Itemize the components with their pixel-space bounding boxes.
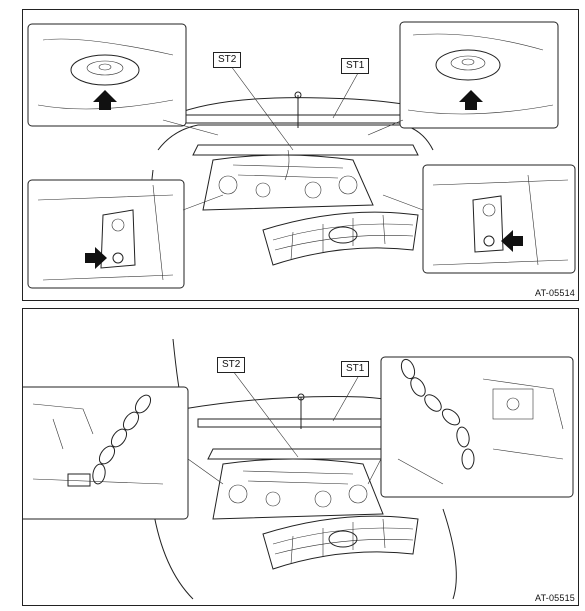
inset-chain-hook-right	[380, 356, 574, 498]
leader-st1	[332, 72, 359, 119]
chain-right	[400, 358, 475, 470]
inset-chain-hook-left	[23, 386, 189, 520]
figure-engine-support-top: ST2 ST1 AT-05514	[22, 9, 579, 301]
figure-id: AT-05514	[535, 288, 575, 298]
hook-ring	[294, 91, 302, 99]
strut-top-left	[70, 54, 140, 86]
right-fender	[442, 508, 457, 600]
mount-bracket-right	[472, 195, 504, 253]
support-bar-st1	[172, 114, 404, 124]
figure-id: AT-05515	[535, 593, 575, 603]
inset-engine-mount-right	[422, 164, 576, 274]
engine-block	[212, 458, 384, 520]
figure-engine-support-bottom: ST2 ST1 AT-05515	[22, 308, 579, 606]
arrow-right-icon	[85, 247, 107, 269]
engine-block	[202, 154, 374, 211]
inset-engine-mount-left	[27, 179, 185, 289]
label-st1: ST1	[341, 58, 370, 74]
inset-strut-mount-right	[399, 21, 559, 129]
strut-top-right	[435, 49, 501, 81]
engine-bay-drawing-bottom	[23, 338, 574, 600]
engine-bay-drawing-top	[27, 21, 576, 289]
chain-left	[92, 394, 152, 485]
hook-bracket-left	[67, 473, 91, 487]
label-st1: ST1	[341, 361, 370, 377]
hook-bracket-right	[492, 388, 534, 420]
support-crossbar-st2	[207, 448, 409, 460]
front-grille	[262, 515, 419, 570]
leader-st2	[227, 61, 294, 151]
arrow-up-icon	[459, 90, 483, 110]
grille-mesh	[272, 518, 414, 565]
engine-details	[218, 149, 358, 199]
arrow-up-icon	[93, 90, 117, 110]
front-grille	[262, 211, 419, 266]
label-st2: ST2	[213, 52, 242, 68]
leader-st1	[332, 376, 359, 422]
leader-st2	[232, 370, 299, 458]
arrow-left-icon	[501, 230, 523, 252]
cowl-outline	[157, 124, 434, 151]
label-st2: ST2	[217, 357, 246, 373]
hook-ring	[297, 393, 305, 401]
mount-bracket-left	[100, 209, 136, 269]
engine-details	[228, 470, 368, 508]
emblem	[328, 226, 358, 244]
grille-mesh	[272, 214, 414, 261]
support-crossbar-st2	[192, 144, 419, 156]
left-fender	[152, 508, 194, 600]
emblem	[328, 530, 358, 548]
